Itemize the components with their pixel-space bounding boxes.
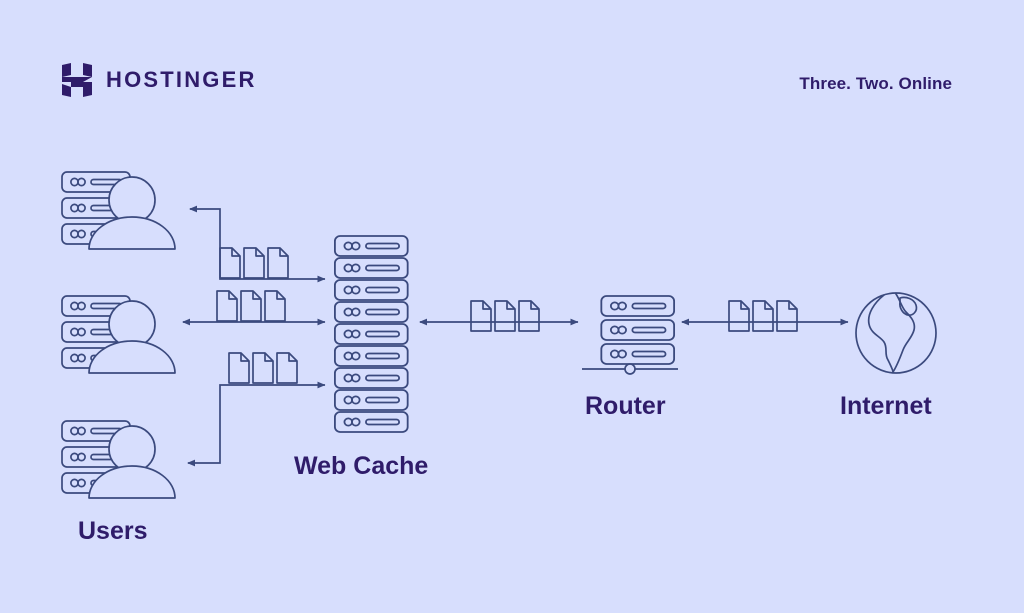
document-icons-cache-router (470, 300, 540, 332)
document-icons-top (219, 247, 289, 279)
label-internet: Internet (840, 392, 932, 420)
hostinger-h-logo-icon (62, 63, 92, 97)
document-icons-bottom (228, 352, 298, 384)
label-router: Router (585, 392, 666, 420)
connection-user-top-to-cache (189, 205, 326, 283)
label-web-cache: Web Cache (294, 452, 429, 480)
users-group (62, 172, 175, 498)
document-icons-router-internet (728, 300, 798, 332)
label-users: Users (78, 517, 148, 545)
web-cache-stack (334, 235, 409, 433)
connection-user-middle-to-cache (182, 290, 326, 326)
router-icon (582, 295, 678, 375)
document-icons-middle (216, 290, 286, 322)
brand-logo: HOSTINGER (62, 63, 257, 97)
connection-cache-to-router (419, 300, 579, 332)
user-icon-top (62, 172, 175, 249)
connection-router-to-internet (681, 300, 849, 332)
user-icon-middle (62, 296, 175, 373)
user-icon-bottom (62, 421, 175, 498)
connection-user-bottom-to-cache (187, 352, 326, 467)
globe-icon (855, 292, 937, 374)
tagline: Three. Two. Online (799, 74, 952, 93)
brand-name: HOSTINGER (106, 67, 257, 92)
